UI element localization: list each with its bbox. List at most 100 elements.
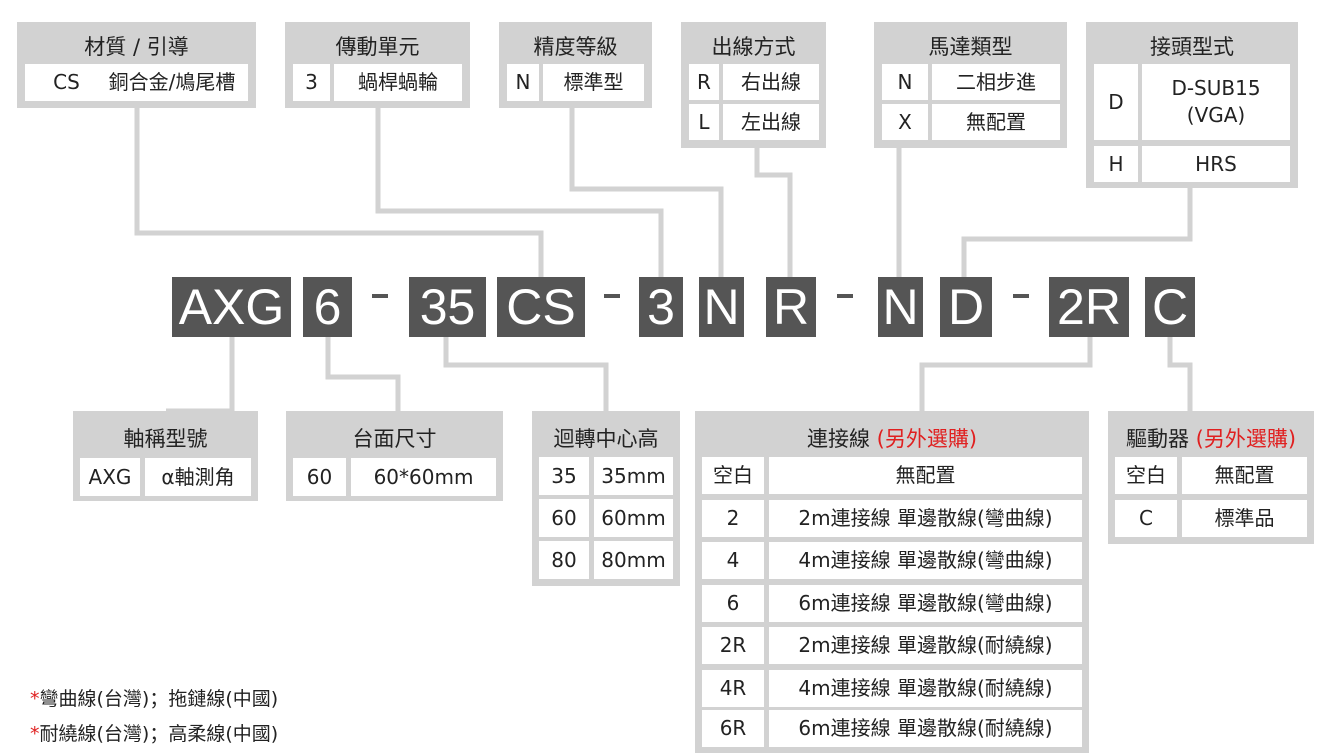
footnote: *耐繞線(台灣)；高柔線(中國) xyxy=(30,719,278,746)
cable-code-cell: 2 xyxy=(702,500,764,537)
cable-box: 連接線 (另外選購) 空白 無配置 2 2m連接線 單邊散線(彎曲線) 4 4m… xyxy=(695,411,1089,753)
line-driver xyxy=(1167,337,1193,411)
cable-code-cell: 6R xyxy=(702,710,764,747)
cable-code-cell: 6 xyxy=(702,585,764,622)
accuracy-title: 精度等級 xyxy=(533,35,618,59)
footnote-mark: * xyxy=(30,723,40,745)
axis-model-desc-cell: α軸測角 xyxy=(145,458,251,496)
cable-title-note: (另外選購) xyxy=(876,427,978,451)
line-drive-unit xyxy=(375,108,664,277)
driver-code-cell: C xyxy=(1115,500,1177,537)
center-height-code-cell: 35 xyxy=(539,457,589,495)
line-material xyxy=(134,108,544,277)
line-table-size xyxy=(325,337,401,411)
driver-title-row: 驅動器 (另外選購) xyxy=(1108,423,1314,453)
line-axis-model xyxy=(166,337,235,414)
cable-outlet-desc-cell: 右出線 xyxy=(723,64,819,100)
drive-unit-desc-cell: 蝸桿蝸輪 xyxy=(334,64,462,101)
footnote-mark: * xyxy=(30,688,40,710)
table-size-desc-cell: 60*60mm xyxy=(351,458,496,496)
connector-desc-line2: (VGA) xyxy=(1186,103,1246,127)
center-height-code-cell: 60 xyxy=(539,499,589,537)
driver-title: 驅動器 xyxy=(1125,427,1189,451)
axis-model-title: 軸稱型號 xyxy=(123,427,208,451)
line-cable xyxy=(919,337,1093,411)
cable-outlet-title: 出線方式 xyxy=(711,35,796,59)
code-segment-material: CS xyxy=(497,277,585,337)
drive-unit-code-cell: 3 xyxy=(293,64,330,101)
material-desc-cell: 銅合金/鳩尾槽 xyxy=(96,64,248,101)
footnote-text: 耐繞線(台灣)；高柔線(中國) xyxy=(39,723,279,745)
line-center-height xyxy=(443,337,609,411)
code-segment-cable: 2R xyxy=(1049,277,1129,337)
connector-desc-cell: D-SUB15 (VGA) xyxy=(1142,64,1290,140)
center-height-desc-cell: 60mm xyxy=(594,499,673,537)
cable-desc-cell: 2m連接線 單邊散線(耐繞線) xyxy=(769,627,1082,664)
code-dash xyxy=(837,294,853,298)
cable-desc-cell: 2m連接線 單邊散線(彎曲線) xyxy=(769,500,1082,537)
code-segment-cable-outlet: R xyxy=(766,277,816,337)
drive-unit-box: 傳動單元 3 蝸桿蝸輪 xyxy=(285,22,470,108)
connector-code-cell: H xyxy=(1094,146,1138,182)
cable-title: 連接線 xyxy=(806,427,870,451)
center-height-desc-cell: 35mm xyxy=(594,457,673,495)
center-height-title: 迴轉中心高 xyxy=(553,427,659,451)
connector-box: 接頭型式 D D-SUB15 (VGA) H HRS xyxy=(1086,22,1298,188)
driver-desc-cell: 無配置 xyxy=(1182,457,1307,494)
material-box: 材質 / 引導 CS 銅合金/鳩尾槽 xyxy=(17,22,256,108)
table-size-title: 台面尺寸 xyxy=(352,427,437,451)
axis-model-code-cell: AXG xyxy=(80,458,140,496)
footnote: *彎曲線(台灣)；拖鏈線(中國) xyxy=(30,684,278,711)
code-segment-series: AXG xyxy=(172,277,291,337)
connector-title: 接頭型式 xyxy=(1150,35,1234,59)
motor-type-code-cell: N xyxy=(882,64,928,100)
line-cable-outlet xyxy=(754,148,793,277)
code-segment-height: 35 xyxy=(409,277,486,337)
connector-code-cell: D xyxy=(1094,64,1138,140)
center-height-code-cell: 80 xyxy=(539,541,589,579)
cable-code-cell: 2R xyxy=(702,627,764,664)
code-dash xyxy=(604,294,620,298)
code-segment-driver: C xyxy=(1145,277,1195,337)
material-code-cell: CS xyxy=(25,64,108,101)
connector-desc-line1: D-SUB15 xyxy=(1171,76,1261,100)
cable-outlet-code-cell: R xyxy=(689,64,719,100)
connector-desc-cell: HRS xyxy=(1142,146,1290,182)
motor-type-desc-cell: 無配置 xyxy=(932,104,1060,140)
cable-code-cell: 空白 xyxy=(702,457,764,494)
cable-outlet-box: 出線方式 R 右出線 L 左出線 xyxy=(681,22,826,148)
cable-title-row: 連接線 (另外選購) xyxy=(695,423,1089,453)
motor-type-title: 馬達類型 xyxy=(928,35,1013,59)
center-height-box: 迴轉中心高 35 35mm 60 60mm 80 80mm xyxy=(532,411,680,586)
cable-outlet-code-cell: L xyxy=(689,104,719,140)
driver-desc-cell: 標準品 xyxy=(1182,500,1307,537)
code-dash xyxy=(1013,294,1029,298)
drive-unit-title: 傳動單元 xyxy=(335,35,420,59)
cable-code-cell: 4R xyxy=(702,670,764,707)
material-title: 材質 / 引導 xyxy=(84,35,189,59)
motor-type-desc-cell: 二相步進 xyxy=(932,64,1060,100)
code-segment-drive-unit: 3 xyxy=(639,277,683,337)
accuracy-box: 精度等級 N 標準型 xyxy=(499,22,652,108)
code-segment-motor-type: N xyxy=(878,277,923,337)
driver-title-note: (另外選購) xyxy=(1195,427,1297,451)
cable-outlet-desc-cell: 左出線 xyxy=(723,104,819,140)
code-segment-size: 6 xyxy=(303,277,352,337)
footnote-text: 彎曲線(台灣)；拖鏈線(中國) xyxy=(39,688,279,710)
driver-box: 驅動器 (另外選購) 空白 無配置 C 標準品 xyxy=(1108,411,1314,544)
cable-desc-cell: 4m連接線 單邊散線(彎曲線) xyxy=(769,542,1082,579)
line-connector xyxy=(961,188,1193,277)
cable-desc-cell: 6m連接線 單邊散線(彎曲線) xyxy=(769,585,1082,622)
code-segment-accuracy: N xyxy=(699,277,744,337)
driver-code-cell: 空白 xyxy=(1115,457,1177,494)
accuracy-desc-cell: 標準型 xyxy=(543,64,644,101)
motor-type-code-cell: X xyxy=(882,104,928,140)
axis-model-box: 軸稱型號 AXG α軸測角 xyxy=(73,411,258,501)
table-size-box: 台面尺寸 60 60*60mm xyxy=(286,411,503,501)
table-size-code-cell: 60 xyxy=(293,458,346,496)
cable-desc-cell: 6m連接線 單邊散線(耐繞線) xyxy=(769,710,1082,747)
cable-code-cell: 4 xyxy=(702,542,764,579)
center-height-desc-cell: 80mm xyxy=(594,541,673,579)
cable-desc-cell: 4m連接線 單邊散線(耐繞線) xyxy=(769,670,1082,707)
